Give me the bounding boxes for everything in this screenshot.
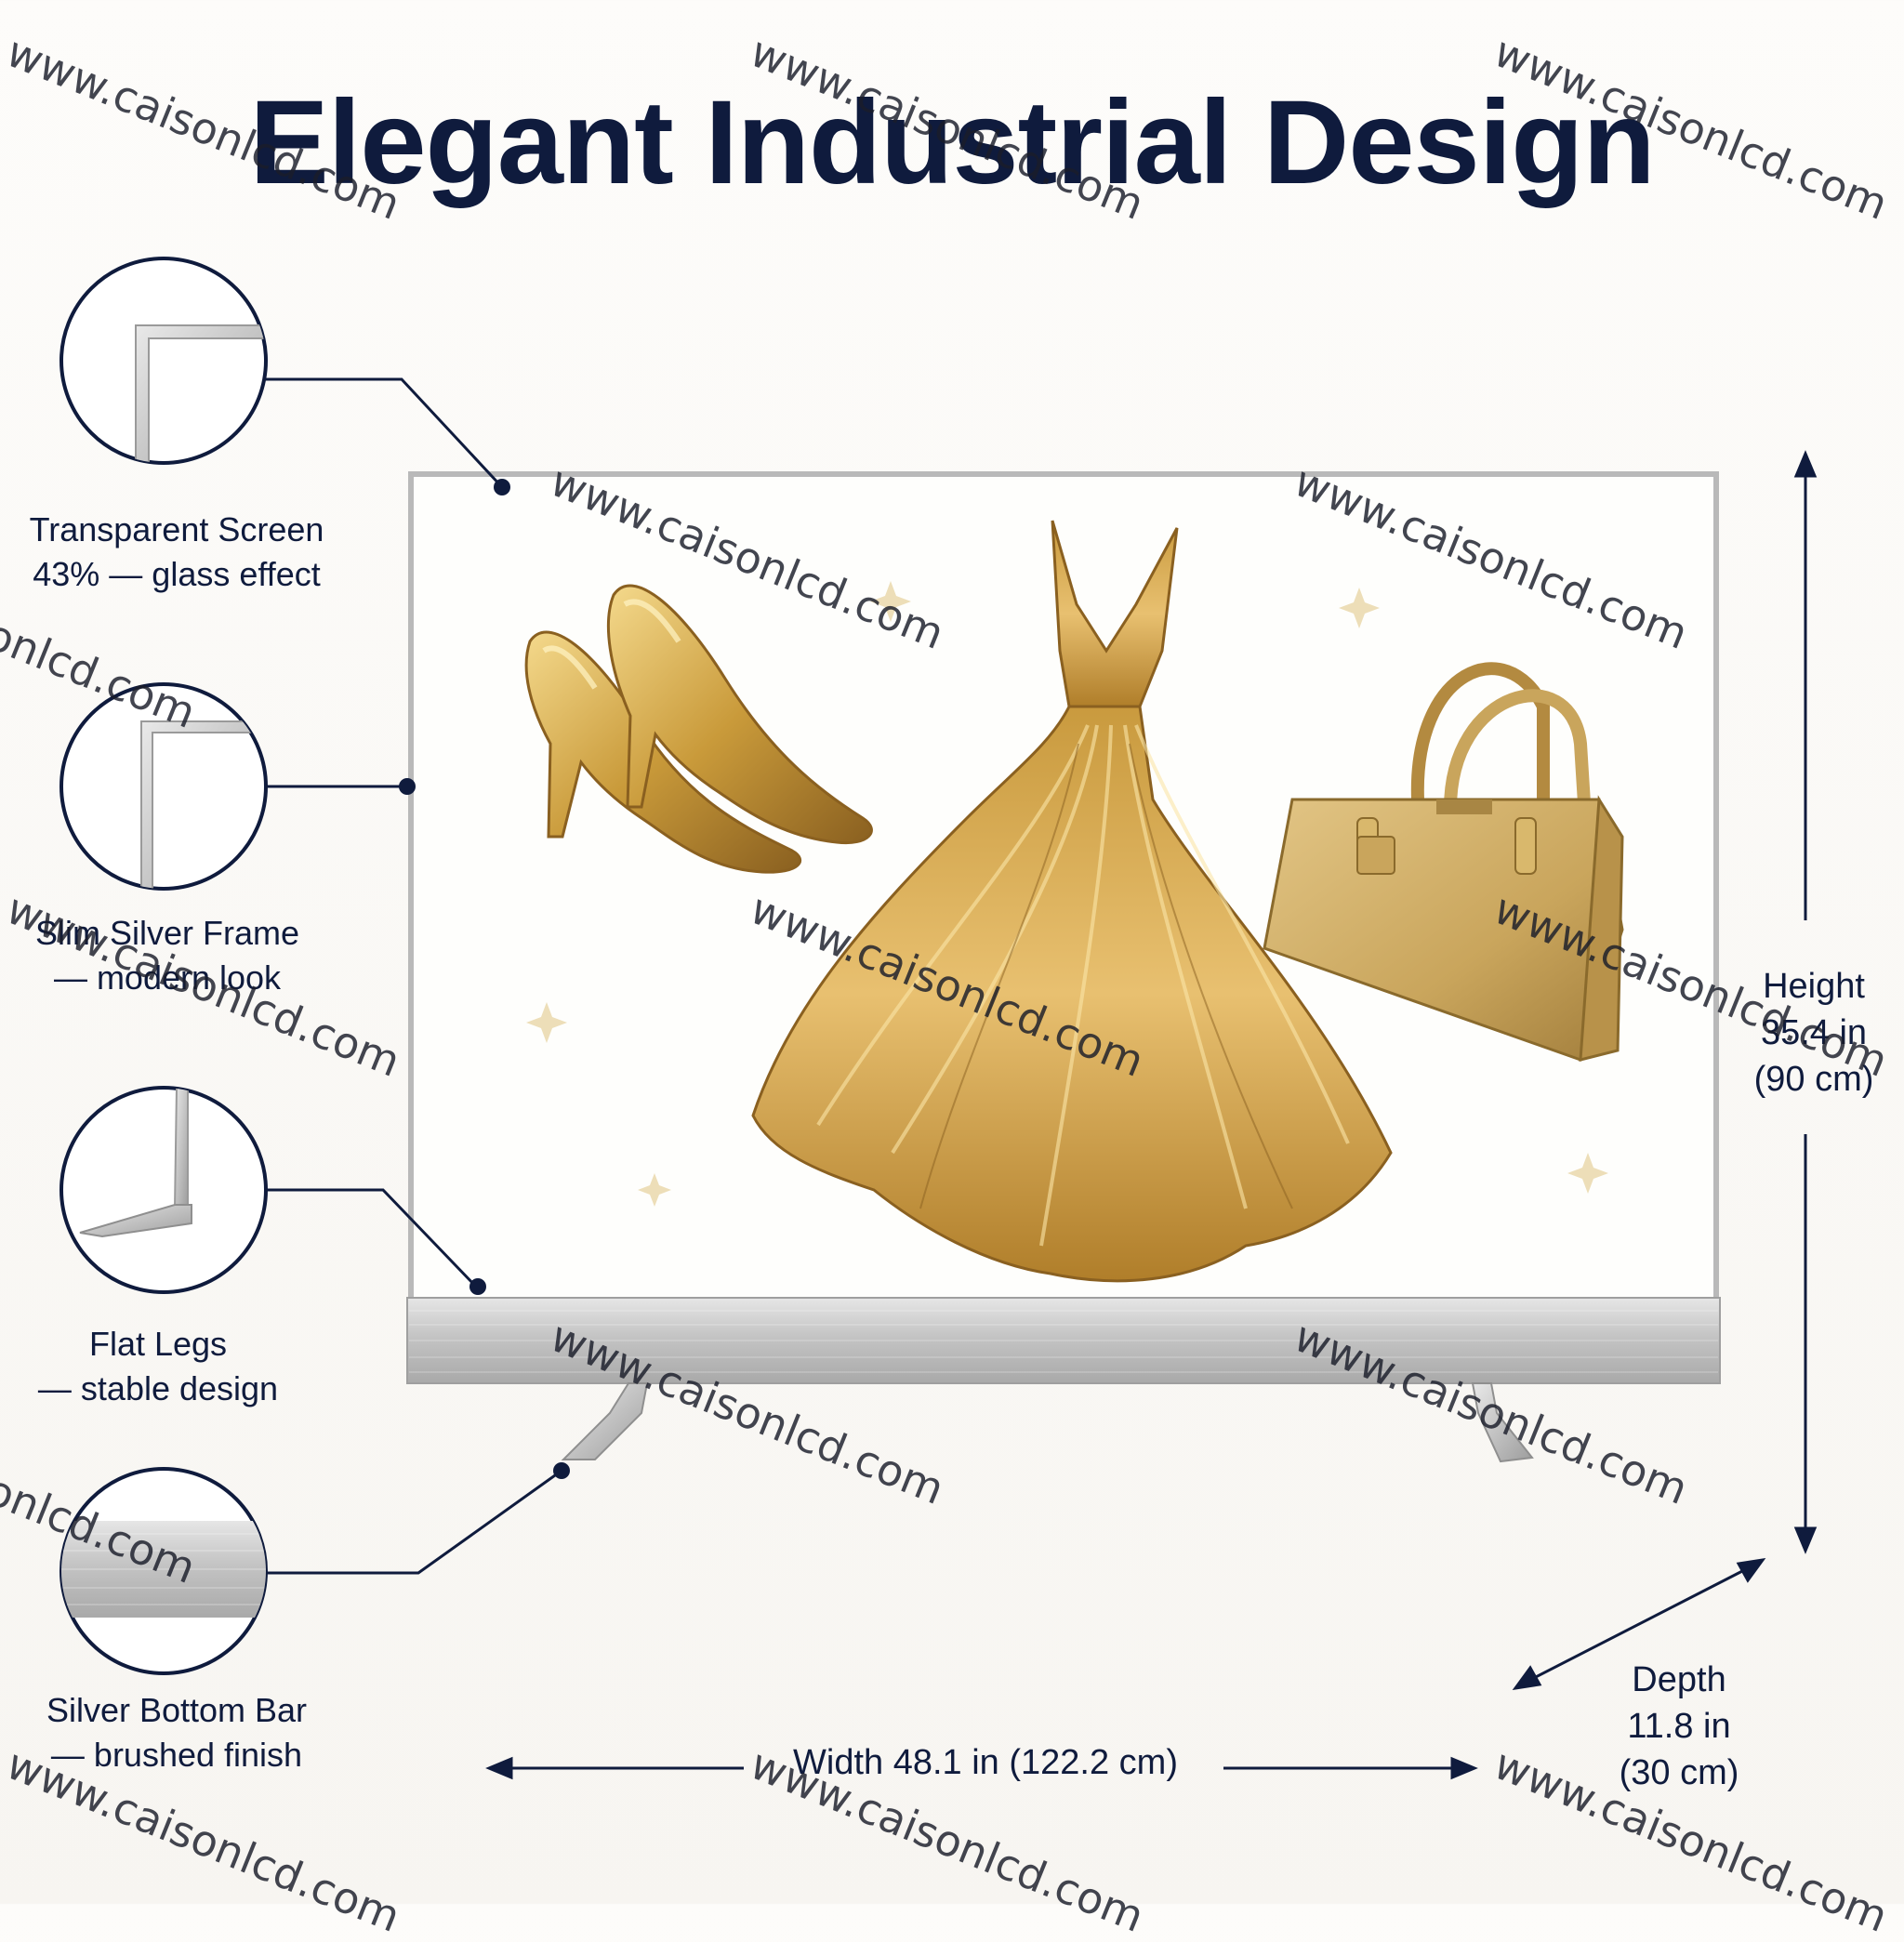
height-arrow [1793,450,1818,1554]
depth-label: Depth 11.8 in (30 cm) [1619,1660,1739,1792]
feature-label-transparent-screen: Transparent Screen 43% — glass effect [19,508,335,597]
feature-label-slim-frame: Slim Silver Frame — modern look [19,911,316,1000]
feature-name: Transparent Screen [29,510,324,548]
feature-circle-2 [60,682,268,891]
gold-handbag [1263,662,1624,1062]
feature-detail: — stable design [37,1369,279,1407]
feature-label-bottom-bar: Silver Bottom Bar — brushed finish [19,1688,335,1777]
gold-gown [751,520,1393,1283]
leader-lines [266,377,562,1575]
sparkle-icons [526,581,1608,1207]
brushed-bar-icon [61,1521,266,1618]
feature-label-flat-legs: Flat Legs — stable design [19,1322,298,1411]
flat-leg-icon [79,1088,192,1238]
frame-edge-icon [140,720,266,889]
feature-circle-3 [60,1086,268,1294]
feature-detail: — brushed finish [50,1736,303,1774]
page-title: Elegant Industrial Design [249,76,1655,209]
height-label: Height 35.4 in (90 cm) [1753,967,1874,1099]
feature-detail: 43% — glass effect [33,555,321,593]
feature-detail: — modern look [53,958,282,997]
feature-name: Slim Silver Frame [34,914,300,952]
gold-high-heels [524,584,873,874]
width-label: Width 48.1 in (122.2 cm) [793,1743,1178,1782]
feature-circle-1 [60,257,268,465]
feature-name: Silver Bottom Bar [46,1691,308,1729]
frame-corner-icon [135,324,266,463]
feature-circle-4 [60,1467,268,1675]
leader-dots [399,479,570,1479]
depth-arrow [1512,1557,1766,1691]
flat-legs [561,1382,1534,1463]
width-arrow [485,1756,1478,1780]
silver-bottom-bar [406,1297,1721,1384]
feature-name: Flat Legs [88,1325,228,1363]
